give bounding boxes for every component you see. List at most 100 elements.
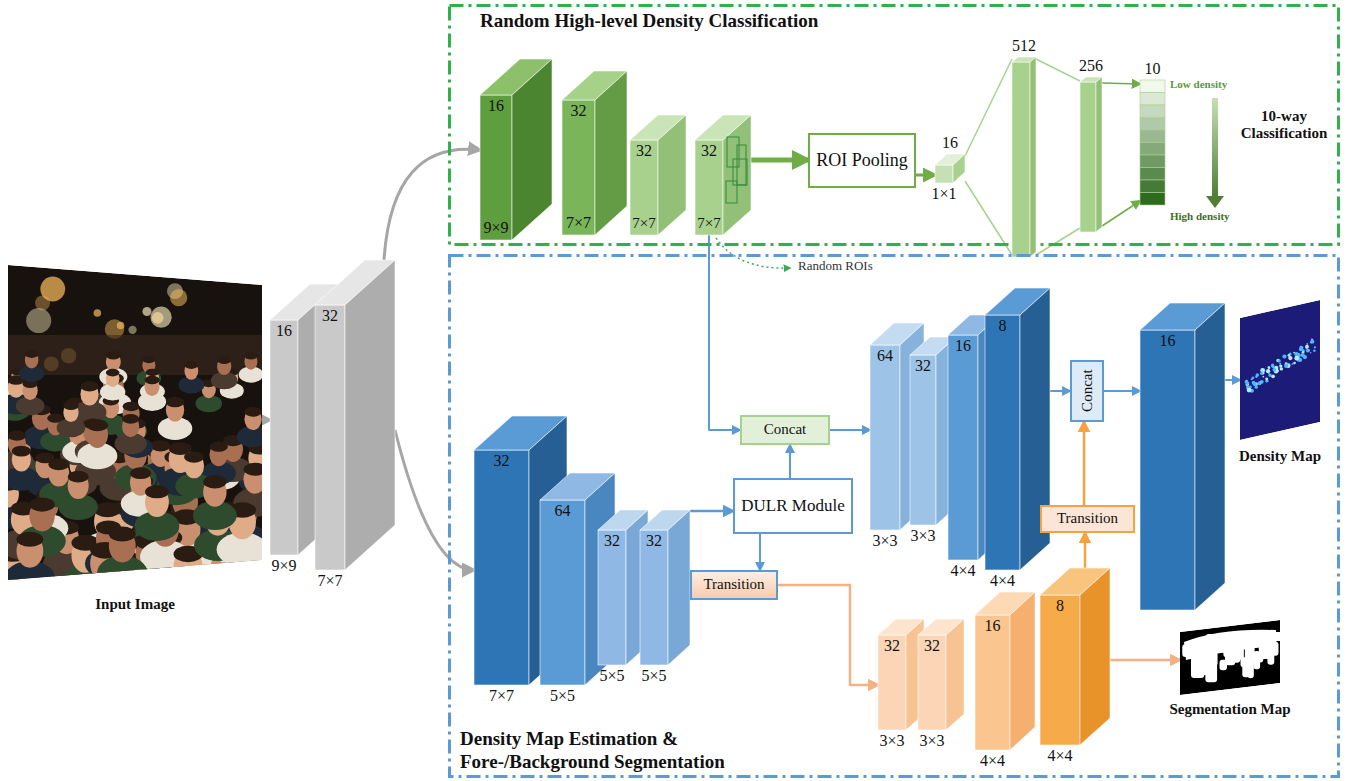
connector-line bbox=[778, 585, 878, 685]
connector bbox=[1036, 59, 1080, 255]
layer-block-shape bbox=[935, 154, 965, 183]
connector-line bbox=[1102, 201, 1140, 226]
layer-block: 323×3 bbox=[918, 619, 964, 730]
connector-line bbox=[965, 59, 1012, 156]
layer-block: 512 bbox=[1012, 57, 1036, 257]
channel-count: 512 bbox=[1012, 37, 1036, 55]
module-panel: Random High-level Density Classification… bbox=[448, 4, 1340, 246]
layer-block: 84×4 bbox=[1040, 568, 1110, 745]
channel-count: 16 bbox=[955, 337, 971, 355]
channel-count: 32 bbox=[915, 357, 931, 375]
process-box: DULR Module bbox=[733, 478, 853, 534]
connector-line bbox=[1110, 659, 1180, 662]
box-label: ROI Pooling bbox=[816, 150, 908, 171]
kernel-size: 7×7 bbox=[489, 687, 514, 705]
kernel-size: 4×4 bbox=[980, 752, 1005, 770]
channel-count: 32 bbox=[701, 142, 717, 160]
channel-count: 8 bbox=[1056, 597, 1064, 615]
connector bbox=[1102, 83, 1140, 226]
connector bbox=[1225, 380, 1240, 381]
image-panel: Segmentation Map bbox=[1180, 620, 1280, 695]
connector bbox=[262, 420, 270, 421]
connector-line bbox=[395, 430, 474, 570]
connector bbox=[1104, 391, 1140, 392]
box-label: Transition bbox=[1057, 510, 1118, 527]
image-caption: Segmentation Map bbox=[1169, 701, 1290, 718]
kernel-size: 7×7 bbox=[697, 215, 720, 232]
kernel-size: 4×4 bbox=[1047, 747, 1072, 765]
image-caption: Density Map bbox=[1239, 448, 1321, 465]
channel-count: 32 bbox=[322, 307, 338, 325]
kernel-size: 3×3 bbox=[879, 732, 904, 750]
class-bar bbox=[1140, 80, 1165, 205]
image-illustration bbox=[1240, 300, 1320, 440]
connector-line bbox=[1102, 83, 1140, 84]
kernel-size: 7×7 bbox=[566, 214, 591, 232]
layer-block-shape bbox=[562, 71, 627, 235]
channel-count: 32 bbox=[924, 637, 940, 655]
layer-block-shape bbox=[1140, 303, 1225, 610]
layer-block: 32 7×7 bbox=[695, 115, 751, 235]
layer-block-shape bbox=[1040, 568, 1110, 745]
kernel-size: 9×9 bbox=[271, 557, 296, 575]
channel-count: 16 bbox=[488, 97, 504, 115]
kernel-size: 4×4 bbox=[950, 562, 975, 580]
layer-block: 256 bbox=[1080, 77, 1102, 232]
box-label: Transition bbox=[703, 576, 764, 593]
channel-count: 64 bbox=[877, 347, 893, 365]
layer-block: 16 bbox=[1140, 303, 1225, 610]
channel-count: 32 bbox=[571, 102, 587, 120]
connector-line bbox=[1050, 390, 1070, 392]
connector-line bbox=[1225, 379, 1240, 381]
connector-line bbox=[751, 158, 808, 163]
kernel-size: 7×7 bbox=[632, 215, 655, 232]
annotation-label: High density bbox=[1170, 210, 1230, 223]
layer-block-shape bbox=[918, 619, 964, 730]
connector bbox=[760, 534, 761, 570]
connector bbox=[690, 511, 733, 512]
process-box: Transition bbox=[690, 570, 778, 600]
connector-line bbox=[1036, 59, 1080, 81]
layer-block-shape bbox=[1012, 57, 1036, 257]
channel-count: 32 bbox=[604, 532, 620, 550]
layer-block: 323×3 bbox=[878, 619, 924, 730]
channel-count: 16 bbox=[985, 617, 1001, 635]
kernel-size: 5×5 bbox=[550, 687, 575, 705]
image-caption: Input Image bbox=[95, 596, 175, 613]
kernel-size: 5×5 bbox=[599, 667, 624, 685]
connector bbox=[1085, 533, 1086, 568]
connector bbox=[830, 430, 870, 431]
layer-block-shape bbox=[975, 592, 1035, 750]
annotation-label: Low density bbox=[1170, 78, 1227, 91]
connector-line bbox=[789, 445, 791, 478]
image-panel: Input Image bbox=[8, 265, 262, 580]
connector-line bbox=[1104, 390, 1140, 392]
image-panel: Density Map bbox=[1240, 300, 1320, 440]
process-box: Transition bbox=[1040, 505, 1135, 533]
box-label: Concat bbox=[1078, 370, 1095, 413]
layer-block: 16 9×9 bbox=[480, 59, 552, 240]
image-illustration bbox=[1180, 620, 1280, 695]
layer-block: 32 7×7 bbox=[630, 115, 686, 235]
channel-count: 32 bbox=[636, 142, 652, 160]
channel-count: 16 bbox=[276, 322, 292, 340]
connector-line bbox=[916, 174, 935, 177]
annotation-label: Random ROIs bbox=[796, 259, 875, 274]
kernel-size: 9×9 bbox=[483, 219, 508, 237]
connector bbox=[916, 175, 935, 176]
kernel-size: 7×7 bbox=[317, 572, 342, 590]
layer-block: 325×5 bbox=[640, 510, 690, 665]
connector bbox=[395, 430, 474, 570]
panel-title: Density Map Estimation & Fore-/Backgroun… bbox=[460, 728, 790, 774]
layer-block-shape bbox=[480, 59, 552, 240]
channel-count: 32 bbox=[884, 637, 900, 655]
layer-block-shape bbox=[878, 619, 924, 730]
process-box: Concat bbox=[740, 415, 830, 445]
layer-block-shape bbox=[1080, 77, 1102, 232]
channel-count: 64 bbox=[555, 502, 571, 520]
connector-line bbox=[690, 510, 733, 513]
layer-block-shape bbox=[315, 260, 395, 570]
connector bbox=[1110, 660, 1180, 661]
process-box: Concat bbox=[1070, 360, 1104, 422]
connector bbox=[1050, 391, 1070, 392]
